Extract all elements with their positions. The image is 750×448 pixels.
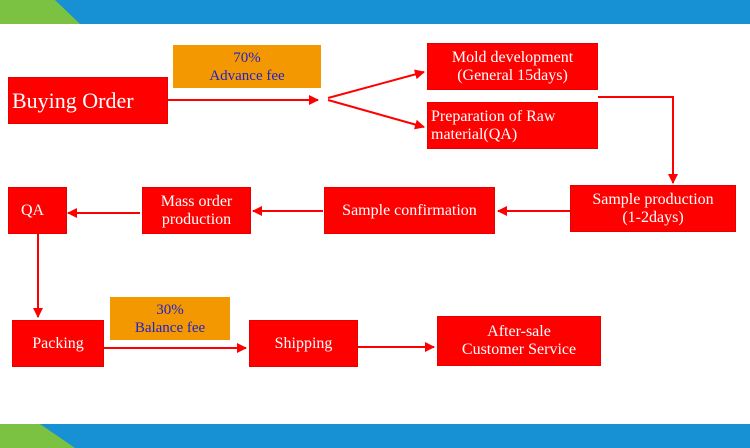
advance-fee-label: 70% Advance fee xyxy=(173,45,321,88)
step-shipping: Shipping xyxy=(249,320,358,367)
top-banner xyxy=(0,0,750,24)
step-raw-material: Preparation of Raw material(QA) xyxy=(427,102,598,149)
step-buying-order: Buying Order xyxy=(8,77,168,124)
balance-fee-label: 30% Balance fee xyxy=(110,297,230,340)
step-mold-development: Mold development (General 15days) xyxy=(427,43,598,90)
step-mass-order-production: Mass order production xyxy=(142,187,251,234)
bottom-banner xyxy=(0,424,750,448)
arrow-to-mold xyxy=(327,69,425,99)
step-sample-production: Sample production (1-2days) xyxy=(570,185,736,232)
step-qa: QA xyxy=(8,187,67,234)
step-sample-confirmation: Sample confirmation xyxy=(324,187,495,234)
arrow-to-raw-material xyxy=(327,99,425,130)
step-packing: Packing xyxy=(12,320,104,367)
arrow-to-sample-production xyxy=(598,96,678,184)
step-after-sale: After-sale Customer Service xyxy=(437,316,601,366)
